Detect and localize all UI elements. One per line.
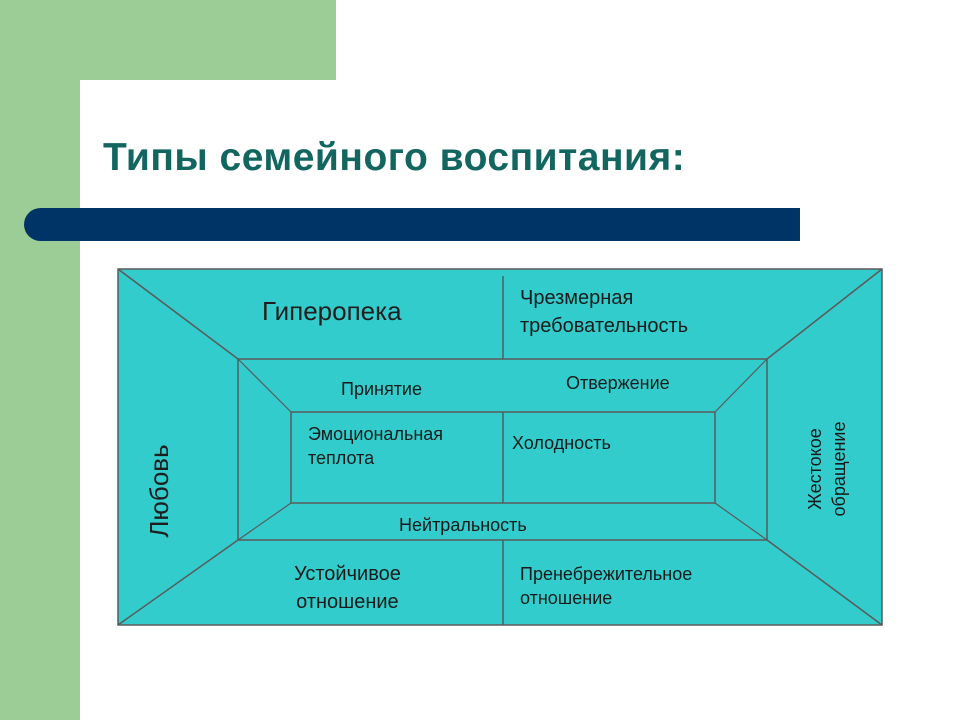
label-neglectful-attitude-line1: Пренебрежительное — [520, 564, 693, 584]
diag-inner-bottom-right — [714, 502, 768, 541]
label-acceptance: Принятие — [341, 379, 422, 399]
label-cruel-treatment-line1: Жестокое — [805, 428, 825, 510]
label-neglectful-attitude: Пренебрежительное отношение — [520, 562, 692, 611]
diag-inner-top-left — [237, 358, 292, 413]
label-emotional-warmth: Эмоциональная теплота — [308, 422, 443, 471]
outer-frame — [117, 268, 883, 626]
title-underline-bar — [24, 208, 800, 241]
diag-bottom-right — [766, 539, 883, 626]
label-rejection: Отвержение — [566, 373, 670, 393]
diag-inner-top-right — [714, 358, 768, 413]
decor-green-top — [0, 0, 336, 80]
label-excessive-demands: Чрезмерная требовательность — [520, 284, 688, 340]
label-cruel-treatment: Жестокое обращение — [803, 414, 859, 524]
decor-green-left — [0, 80, 80, 720]
label-stable-attitude: Устойчивое отношение — [294, 560, 401, 616]
label-coldness: Холодность — [512, 433, 611, 453]
label-cruel-treatment-line2: обращение — [829, 421, 850, 517]
slide-title: Типы семейного воспитания: — [103, 136, 686, 179]
label-neutrality: Нейтральность — [399, 515, 527, 535]
label-excessive-demands-line1: Чрезмерная — [520, 287, 634, 309]
diag-top-right — [766, 268, 883, 360]
diag-bottom-left — [117, 539, 239, 626]
label-hyperprotection: Гиперопека — [262, 296, 402, 326]
diag-top-left — [117, 268, 239, 360]
label-stable-attitude-line1: Устойчивое — [294, 563, 401, 585]
label-stable-attitude-line2: отношение — [296, 591, 399, 613]
label-love: Любовь — [144, 444, 174, 538]
label-emotional-warmth-line2: теплота — [308, 448, 375, 469]
label-excessive-demands-line2: требовательность — [520, 315, 689, 337]
label-neglectful-attitude-line2: отношение — [520, 588, 613, 609]
diag-inner-bottom-left — [237, 502, 292, 541]
label-emotional-warmth-line1: Эмоциональная — [308, 424, 444, 444]
